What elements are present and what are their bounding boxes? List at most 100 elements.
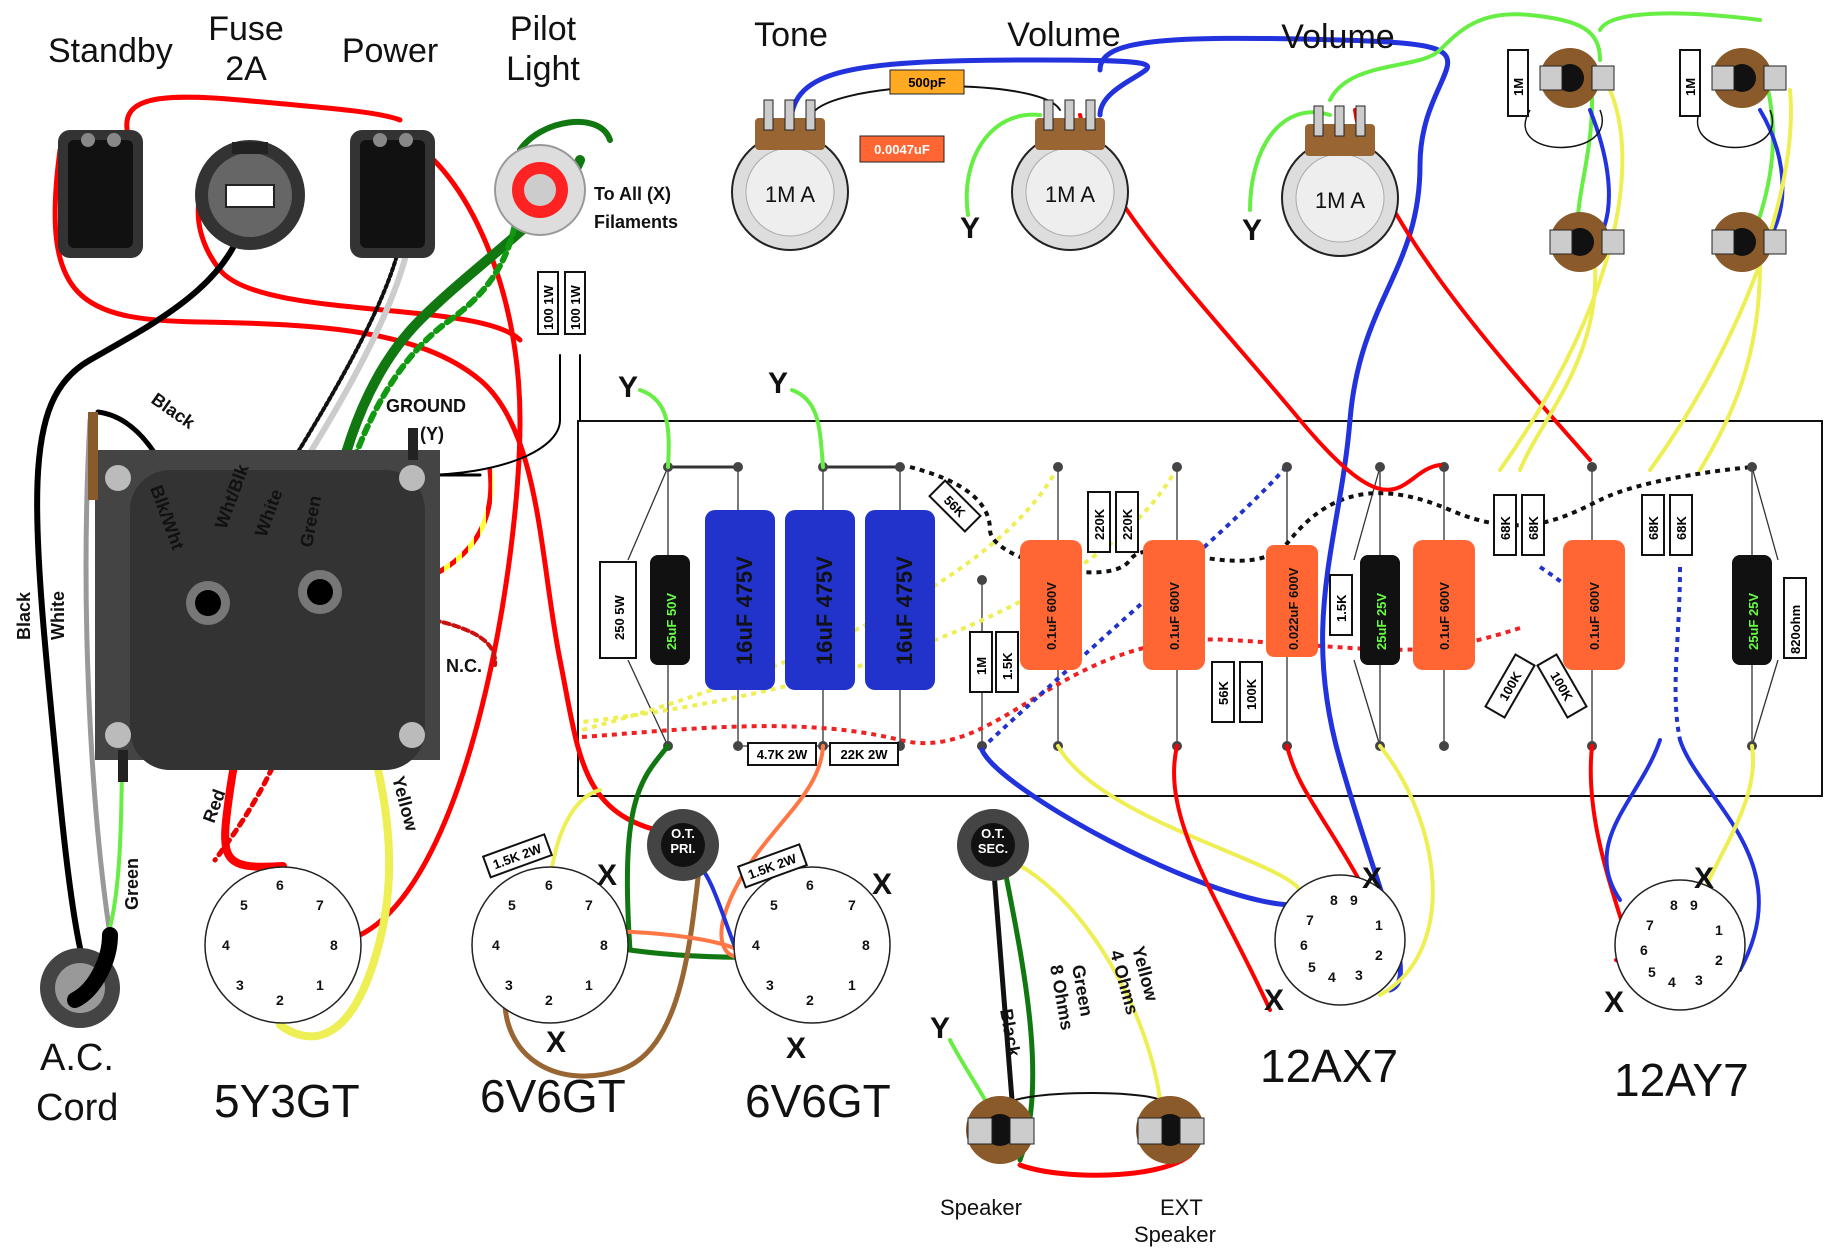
resistor-1m-jack-b: 1M (1679, 49, 1701, 117)
svg-text:8: 8 (600, 937, 608, 953)
svg-text:820ohm: 820ohm (1788, 605, 1803, 654)
pot-volume-2[interactable]: 1M A (1281, 105, 1399, 257)
pot-volume-1[interactable]: 1M A (1011, 99, 1129, 251)
svg-text:16uF 475V: 16uF 475V (812, 556, 837, 665)
marker-y: Y (930, 1012, 950, 1045)
svg-text:5: 5 (508, 897, 516, 913)
ext-speaker-jack[interactable] (1136, 1096, 1205, 1164)
svg-text:1: 1 (316, 977, 324, 993)
svg-text:1M: 1M (1511, 78, 1526, 96)
svg-text:100 1W: 100 1W (541, 284, 556, 330)
cap-16uf-475v-b: 16uF 475V (785, 510, 855, 690)
resistor-1m-jack-a: 1M (1507, 49, 1529, 117)
marker-x: X (1264, 984, 1284, 1017)
svg-text:6: 6 (276, 877, 284, 893)
resistor-1m: 1M (969, 631, 993, 693)
wire-label-cord-green: Green (122, 858, 142, 910)
svg-text:68K: 68K (1674, 516, 1689, 540)
svg-text:5: 5 (1648, 964, 1656, 980)
label-5y3gt: 5Y3GT (214, 1075, 360, 1127)
label-filaments-line1: To All (X) (594, 184, 671, 204)
cap-25uf-25v-a: 25uF 25V (1360, 555, 1400, 665)
cap-16uf-475v-c: 16uF 475V (865, 510, 935, 690)
marker-x: X (546, 1026, 566, 1059)
svg-text:220K: 220K (1092, 508, 1107, 540)
svg-text:1M A: 1M A (1315, 188, 1365, 213)
wire-label-cord-black: Black (14, 591, 34, 640)
svg-text:1: 1 (848, 977, 856, 993)
svg-text:1.5K: 1.5K (1000, 652, 1015, 680)
resistor-100-a: 100 1W (537, 271, 559, 335)
svg-text:2: 2 (545, 992, 553, 1008)
svg-text:9: 9 (1690, 897, 1698, 913)
svg-text:100K: 100K (1244, 678, 1259, 710)
resistor-220k-b: 220K (1115, 491, 1139, 553)
input-jack-2b[interactable] (1711, 212, 1787, 272)
svg-text:7: 7 (1306, 912, 1314, 928)
marker-x: X (1604, 986, 1624, 1019)
resistor-100k: 100K (1239, 661, 1263, 723)
marker-y: Y (960, 212, 980, 245)
label-ext-line1: EXT (1160, 1195, 1203, 1220)
label-power: Power (342, 32, 438, 70)
power-switch[interactable] (350, 130, 435, 258)
svg-text:6: 6 (1300, 937, 1308, 953)
label-nc: N.C. (446, 656, 482, 676)
resistor-820ohm: 820ohm (1783, 577, 1807, 659)
resistor-4-7k-2w: 4.7K 2W (747, 742, 817, 766)
resistor-1-5k-2w-a: 1.5K 2W (481, 833, 554, 879)
svg-text:4: 4 (492, 937, 500, 953)
svg-text:5: 5 (770, 897, 778, 913)
resistor-68k-b: 68K (1521, 494, 1545, 556)
pot-tone[interactable]: 1M A (731, 99, 849, 251)
marker-x: X (597, 859, 617, 892)
svg-text:3: 3 (505, 977, 513, 993)
svg-text:3: 3 (766, 977, 774, 993)
input-jack-2a[interactable] (1711, 48, 1787, 108)
svg-text:1: 1 (585, 977, 593, 993)
svg-text:4: 4 (1668, 974, 1676, 990)
input-jack-1b[interactable] (1549, 212, 1625, 272)
ac-cord-grommet (40, 927, 120, 1028)
svg-text:0.1uF 600V: 0.1uF 600V (1587, 582, 1602, 650)
svg-text:1M: 1M (974, 657, 989, 675)
svg-text:3: 3 (1355, 967, 1363, 983)
marker-y: Y (768, 367, 788, 400)
input-jack-1a[interactable] (1539, 48, 1615, 108)
speaker-jack[interactable] (966, 1096, 1035, 1164)
label-pilot-line1: Pilot (510, 10, 577, 48)
resistor-22k-2w: 22K 2W (829, 742, 899, 766)
fuse-holder[interactable] (195, 140, 305, 250)
label-pilot-line2: Light (506, 50, 580, 88)
svg-text:8: 8 (330, 937, 338, 953)
svg-text:O.T.: O.T. (981, 826, 1005, 841)
socket-6v6gt-b: 5 6 7 8 1 2 3 4 (733, 866, 891, 1024)
svg-text:22K 2W: 22K 2W (841, 747, 889, 762)
svg-text:7: 7 (1646, 917, 1654, 933)
svg-text:1.5K: 1.5K (1334, 594, 1349, 622)
cap-16uf-475v-a: 16uF 475V (705, 510, 775, 690)
label-fuse-line2: 2A (225, 50, 267, 88)
svg-text:6: 6 (1640, 942, 1648, 958)
cap-500pf: 500pF (889, 69, 965, 95)
markers: Y Y Y Y Y X X X X X X X X (546, 212, 1714, 1065)
svg-text:2: 2 (1375, 947, 1383, 963)
resistor-1-5k-a: 1.5K (995, 631, 1019, 693)
wire-label-cord-white: White (48, 591, 68, 640)
label-fuse-line1: Fuse (208, 10, 284, 48)
label-ac-line2: Cord (36, 1087, 118, 1129)
svg-text:68K: 68K (1498, 516, 1513, 540)
svg-text:8: 8 (1330, 892, 1338, 908)
resistor-68k-d: 68K (1669, 494, 1693, 556)
marker-x: X (1694, 862, 1714, 895)
ot-primary: O.T. PRI. (647, 809, 719, 881)
svg-text:6: 6 (545, 877, 553, 893)
cap-01uf-d: 0.1uF 600V (1563, 540, 1625, 670)
standby-switch[interactable] (58, 130, 143, 258)
socket-12ay7: 7 8 9 1 2 3 4 5 6 (1614, 879, 1746, 1011)
label-ac-line1: A.C. (40, 1037, 114, 1079)
cap-25uf-50v: 25uF 50V (650, 555, 690, 665)
marker-x: X (786, 1032, 806, 1065)
svg-text:1M A: 1M A (765, 182, 815, 207)
